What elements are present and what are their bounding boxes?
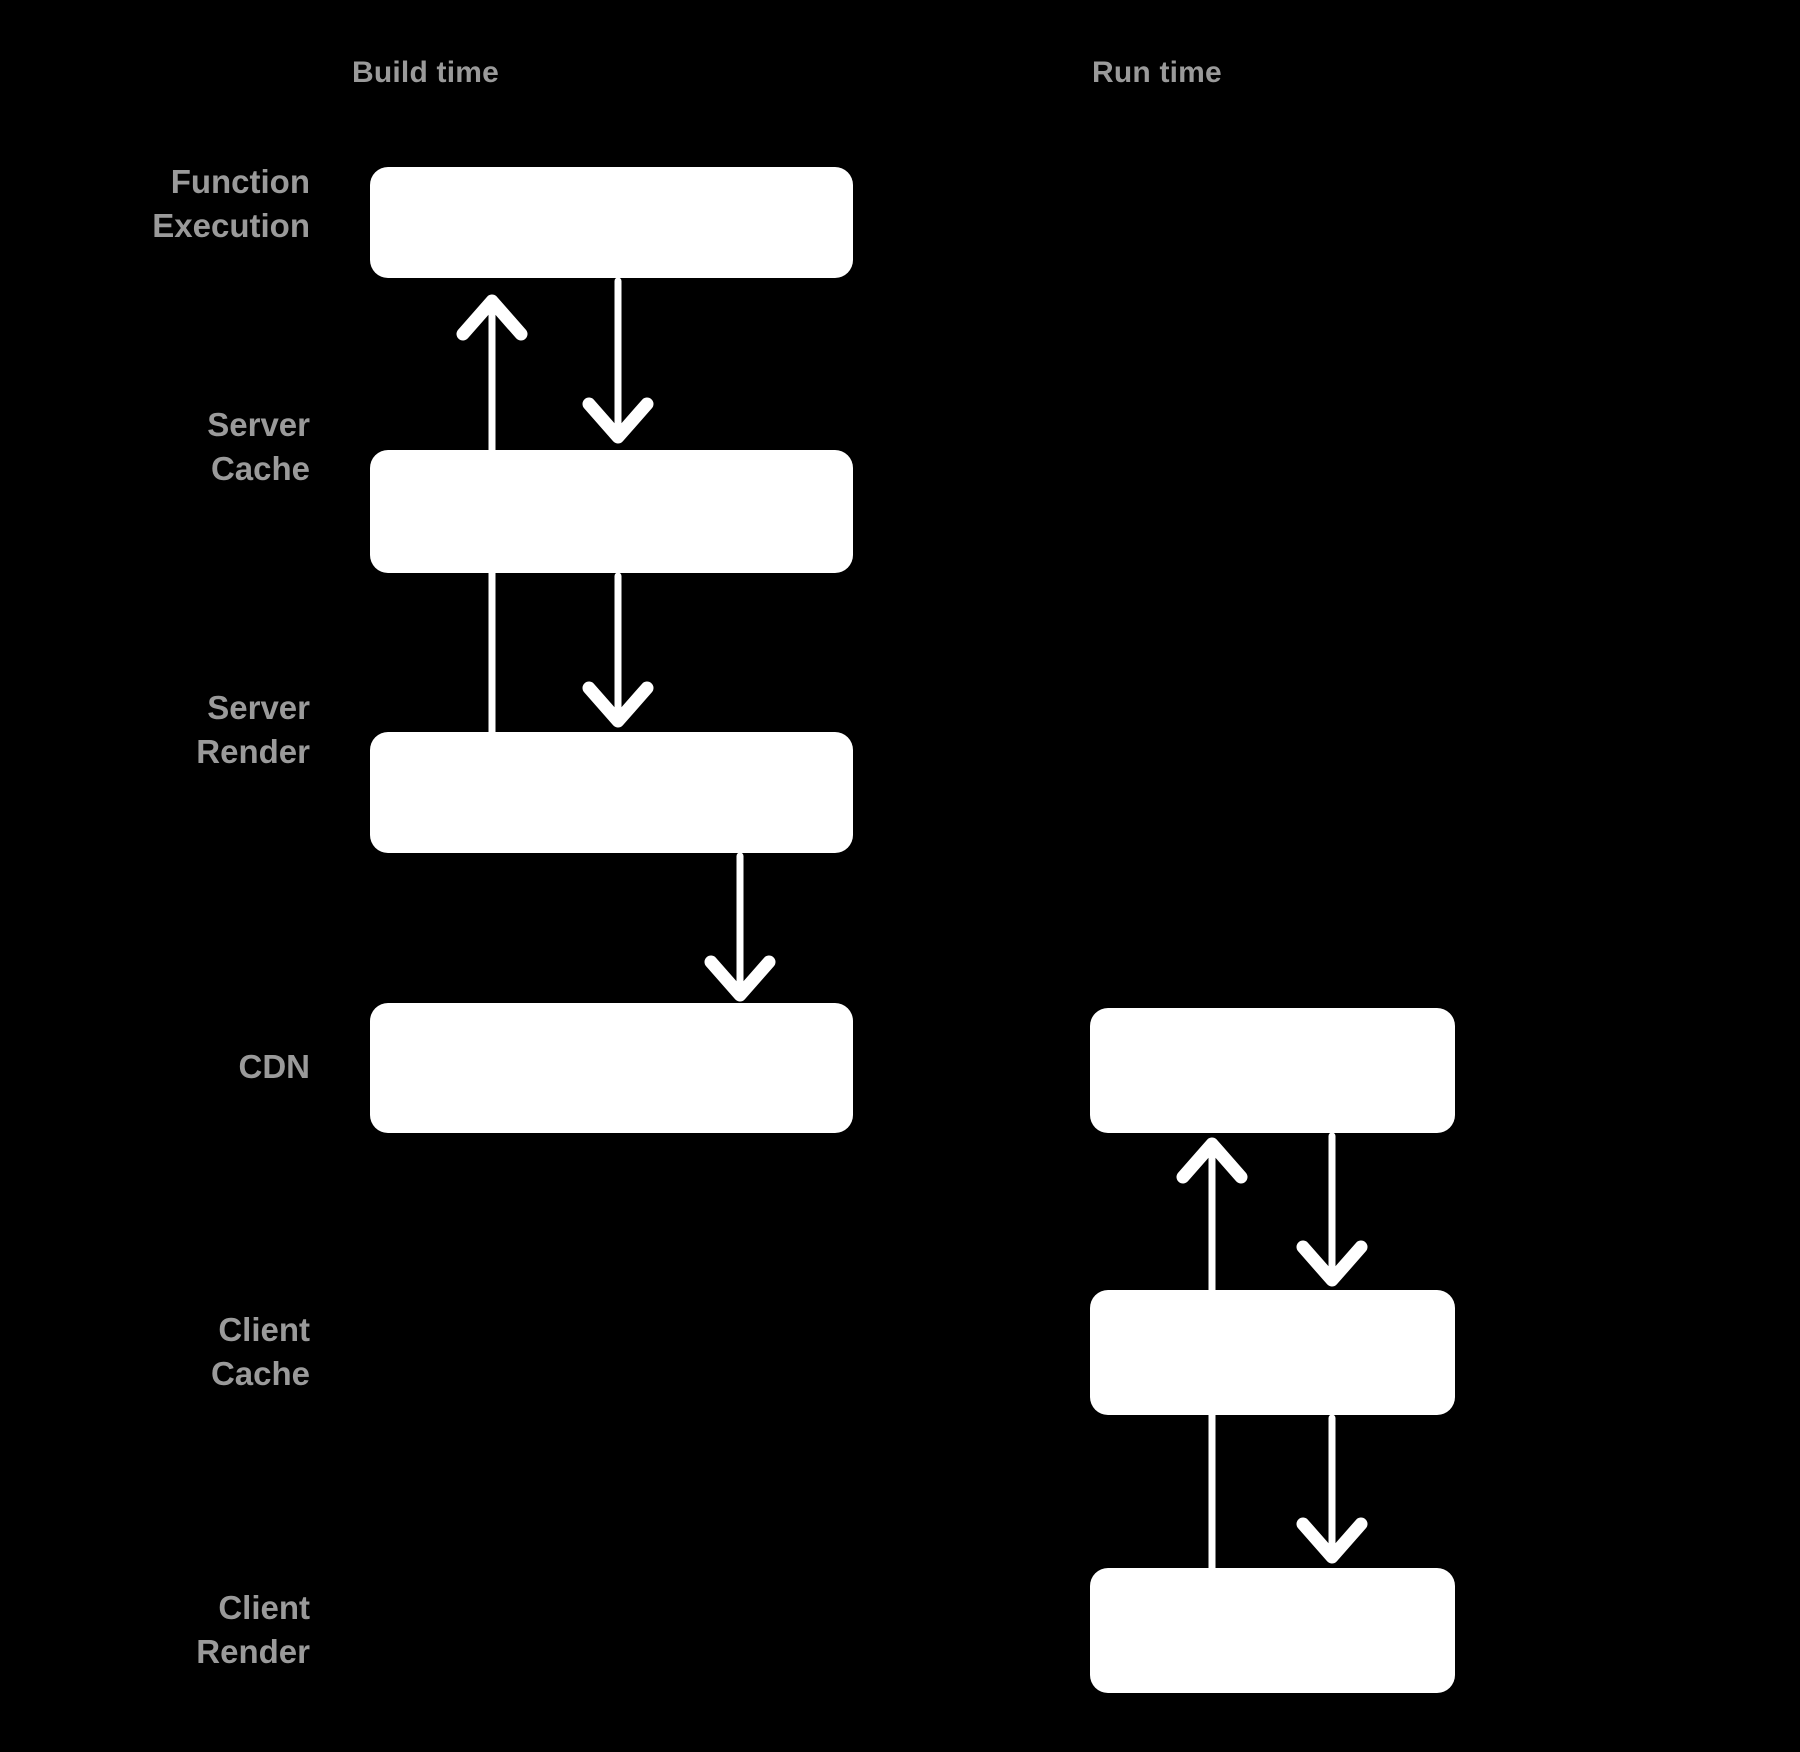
column-header-build-time: Build time xyxy=(352,56,500,89)
row-label-client-cache: Client Cache xyxy=(210,1311,310,1392)
arrow-server-cache-to-server-render xyxy=(582,572,654,728)
column-header-run-time: Run time xyxy=(1092,56,1222,89)
node-build-cdn[interactable] xyxy=(370,1003,853,1133)
node-build-server-cache[interactable] xyxy=(370,450,853,573)
row-label-server-render: Server Render xyxy=(196,689,310,770)
node-run-client-render[interactable] xyxy=(1090,1568,1455,1693)
node-run-cdn[interactable] xyxy=(1090,1008,1455,1133)
node-build-function-execution[interactable] xyxy=(370,167,853,278)
node-run-client-cache[interactable] xyxy=(1090,1290,1455,1415)
row-label-cdn: CDN xyxy=(238,1048,311,1085)
row-label-function-execution: Function Execution xyxy=(152,163,310,244)
arrow-function-execution-to-server-cache xyxy=(582,277,654,444)
arrow-server-render-to-cdn xyxy=(704,852,776,1002)
row-label-client-render: Client Render xyxy=(196,1589,310,1670)
node-build-server-render[interactable] xyxy=(370,732,853,853)
arrow-cdn-to-client-cache xyxy=(1296,1132,1368,1287)
arrow-client-cache-to-client-render xyxy=(1296,1414,1368,1564)
row-label-server-cache: Server Cache xyxy=(207,406,310,487)
